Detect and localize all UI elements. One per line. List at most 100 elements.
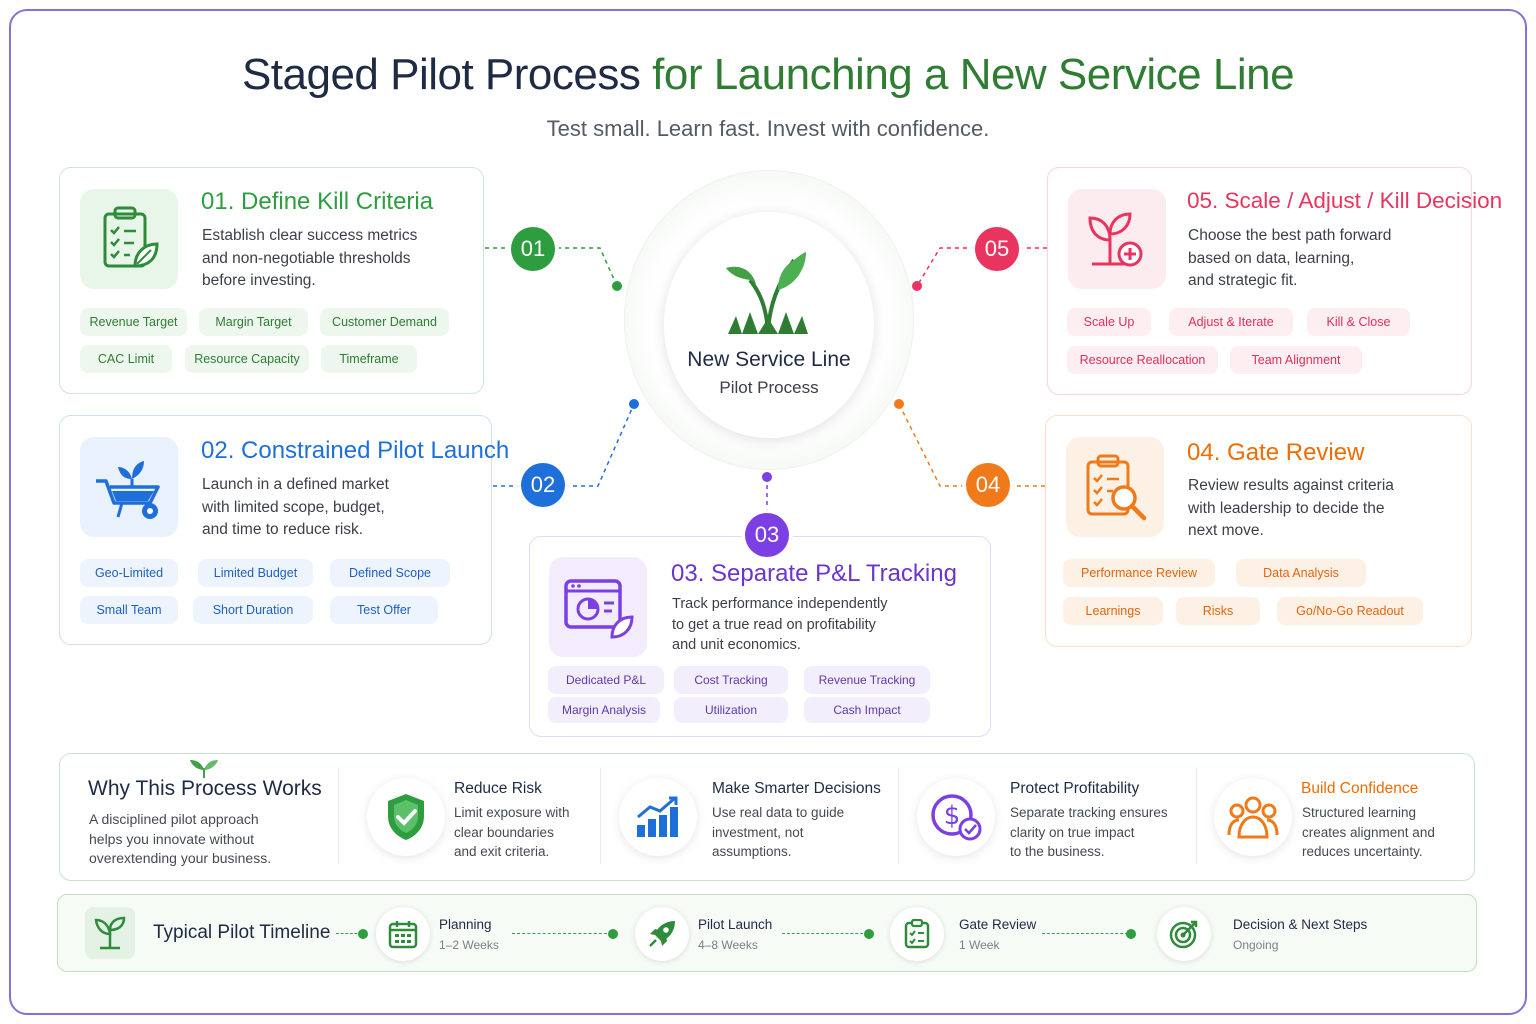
step-04-title: 04. Gate Review (1187, 439, 1365, 466)
step-01-icon-box (80, 189, 178, 289)
timeline-stage-duration: 4–8 Weeks (698, 938, 758, 952)
step-04-tag: Risks (1176, 597, 1260, 625)
why-item-title: Build Confidence (1301, 780, 1419, 797)
calendar-icon (388, 921, 418, 949)
timeline-stage-label: Pilot Launch (698, 917, 773, 932)
step-05-badge: 05 (975, 227, 1019, 271)
connector-01-dot (612, 281, 622, 291)
step-01-tag: Margin Target (199, 308, 308, 336)
step-04-tag: Learnings (1063, 597, 1163, 625)
wheelbarrow-sprout-icon (96, 461, 160, 519)
step-03-icon-box (549, 557, 647, 657)
svg-text:$: $ (944, 801, 961, 831)
step-03-title: 03. Separate P&L Tracking (671, 560, 957, 587)
step-03-description: Track performance independently to get a… (672, 596, 888, 653)
timeline-connector (336, 933, 362, 934)
page-title: Staged Pilot Process for Launching a New… (0, 50, 1536, 100)
step-01-tag: Timeframe (321, 345, 417, 373)
step-02-tag: Test Offer (330, 596, 438, 624)
why-item-icon (367, 778, 445, 856)
step-02-icon-box (80, 437, 178, 537)
timeline-stage-label: Decision & Next Steps (1233, 917, 1368, 932)
team-icon (1227, 796, 1279, 839)
step-04-badge: 04 (966, 463, 1010, 507)
clipboard-magnifier-icon (1086, 454, 1147, 521)
step-03-tag: Margin Analysis (548, 697, 660, 723)
checklist-icon (904, 919, 930, 949)
small-sprout-icon (190, 760, 218, 778)
timeline-stage-icon (1157, 907, 1211, 961)
timeline-stage-label: Gate Review (959, 917, 1037, 932)
step-04-description: Review results against criteria with lea… (1188, 477, 1394, 539)
step-01-tag: Revenue Target (80, 308, 187, 336)
timeline-connector (782, 933, 868, 934)
step-01-badge: 01 (511, 227, 555, 271)
why-item-icon (619, 778, 697, 856)
connector-02-dot (629, 399, 639, 409)
step-03-tag: Cost Tracking (674, 666, 788, 694)
timeline-section (57, 894, 1477, 972)
timeline-connector (512, 933, 612, 934)
step-02-badge: 02 (521, 463, 565, 507)
why-item-description: Separate tracking ensures clarity on tru… (1010, 805, 1168, 859)
step-05-title: 05. Scale / Adjust / Kill Decision (1187, 188, 1503, 213)
step-02-tag: Short Duration (193, 596, 313, 624)
step-04-tag: Performance Review (1063, 559, 1215, 587)
step-01-tag: Resource Capacity (185, 345, 309, 373)
why-item-title: Reduce Risk (454, 780, 542, 797)
step-02-title: 02. Constrained Pilot Launch (201, 437, 510, 464)
why-item-icon: $ (917, 778, 995, 856)
divider (898, 768, 899, 864)
target-icon (1169, 920, 1198, 949)
step-04-icon-box (1066, 437, 1164, 537)
step-05-tag: Adjust & Iterate (1169, 308, 1293, 336)
timeline-stage-icon (890, 907, 944, 961)
why-item-icon (1214, 778, 1292, 856)
divider (600, 768, 601, 864)
step-05-description: Choose the best path forward based on da… (1188, 227, 1392, 289)
clipboard-leaf-icon (103, 206, 159, 268)
timeline-dot (1126, 929, 1136, 939)
timeline-stage-icon (635, 907, 689, 961)
sprout-pot-icon (94, 916, 126, 950)
step-01-title: 01. Define Kill Criteria (201, 188, 434, 215)
step-04-tag: Data Analysis (1236, 559, 1366, 587)
step-02-tag: Geo-Limited (80, 559, 178, 587)
timeline-stage-duration: 1–2 Weeks (439, 938, 499, 952)
timeline-stage-label: Planning (439, 917, 492, 932)
shield-check-icon (388, 794, 424, 840)
page-frame (9, 9, 1527, 1015)
timeline-stage-icon (376, 907, 430, 961)
step-05-tag: Resource Reallocation (1067, 346, 1218, 374)
timeline-connector (1042, 933, 1128, 934)
why-item-description: Structured learning creates alignment an… (1302, 805, 1435, 859)
step-02-tag: Small Team (80, 596, 178, 624)
page-subtitle: Test small. Learn fast. Invest with conf… (546, 116, 990, 141)
step-04-tag: Go/No-Go Readout (1277, 597, 1423, 625)
timeline-dot (864, 929, 874, 939)
dollar-check-icon: $ (931, 794, 982, 841)
plant-plus-icon (1088, 212, 1143, 267)
timeline-icon-box (85, 907, 135, 959)
pie-chart-window-icon (564, 579, 634, 639)
connector-02 (493, 403, 635, 487)
connector-03-dot (762, 472, 772, 482)
timeline-title: Typical Pilot Timeline (153, 922, 331, 943)
step-05-tag: Team Alignment (1230, 346, 1362, 374)
divider (1196, 768, 1197, 864)
center-title: New Service Line (687, 348, 851, 371)
connector-05-dot (912, 281, 922, 291)
center-subtitle: Pilot Process (719, 378, 819, 397)
step-01-description: Establish clear success metrics and non-… (202, 227, 418, 289)
title-part-2: for Launching a New Service Line (652, 50, 1295, 99)
timeline-dot (358, 929, 368, 939)
why-item-description: Limit exposure with clear boundaries and… (454, 805, 570, 859)
step-03-tag: Utilization (674, 697, 788, 723)
divider (338, 768, 339, 864)
step-03-badge: 03 (745, 513, 789, 557)
timeline-stage-duration: 1 Week (959, 938, 1000, 952)
why-item-description: Use real data to guide investment, not a… (712, 805, 845, 859)
timeline-stage-duration: Ongoing (1233, 938, 1279, 952)
step-05-icon-box (1068, 189, 1166, 289)
why-item-title: Make Smarter Decisions (712, 780, 881, 797)
